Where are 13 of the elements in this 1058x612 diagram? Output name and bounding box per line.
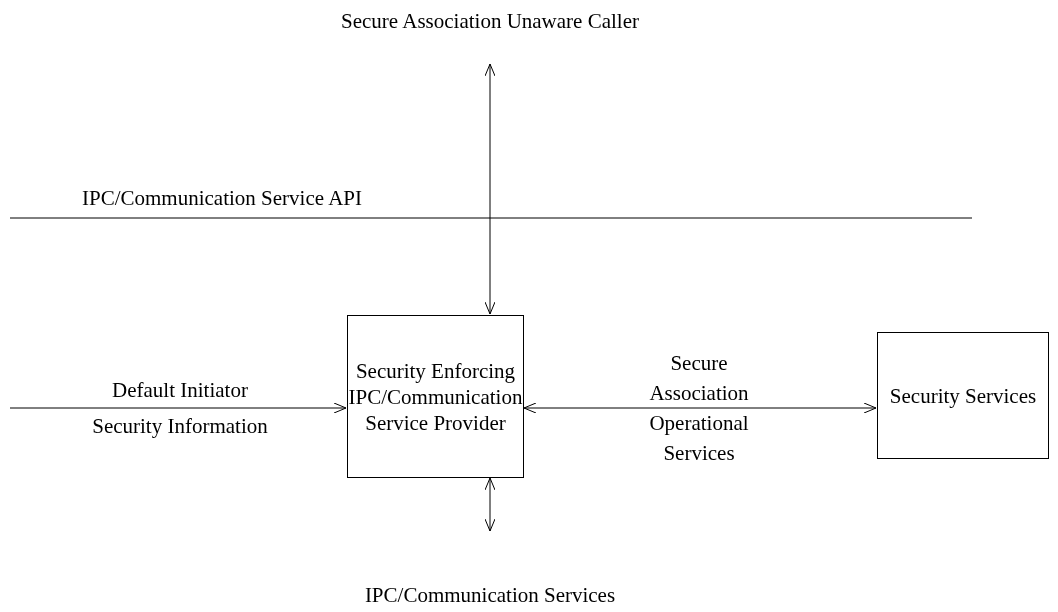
edge-label: Secure Association Operational Services [648, 350, 750, 467]
box-label: Security Enforcing IPC/Communication Service Provider [348, 357, 523, 436]
box-label: Security Services [889, 382, 1037, 409]
arrow [484, 63, 496, 315]
arrow [484, 477, 496, 532]
process-box [877, 332, 1049, 459]
edge-label: Default Initiator Security Information [91, 377, 269, 440]
process-box [347, 315, 524, 478]
arrow [9, 402, 347, 414]
caller-label: Secure Association Unaware Caller [341, 8, 639, 34]
api-label: IPC/Communication Service API [82, 186, 362, 211]
services-label: IPC/Communication Services [364, 582, 616, 608]
arrow [523, 402, 877, 414]
